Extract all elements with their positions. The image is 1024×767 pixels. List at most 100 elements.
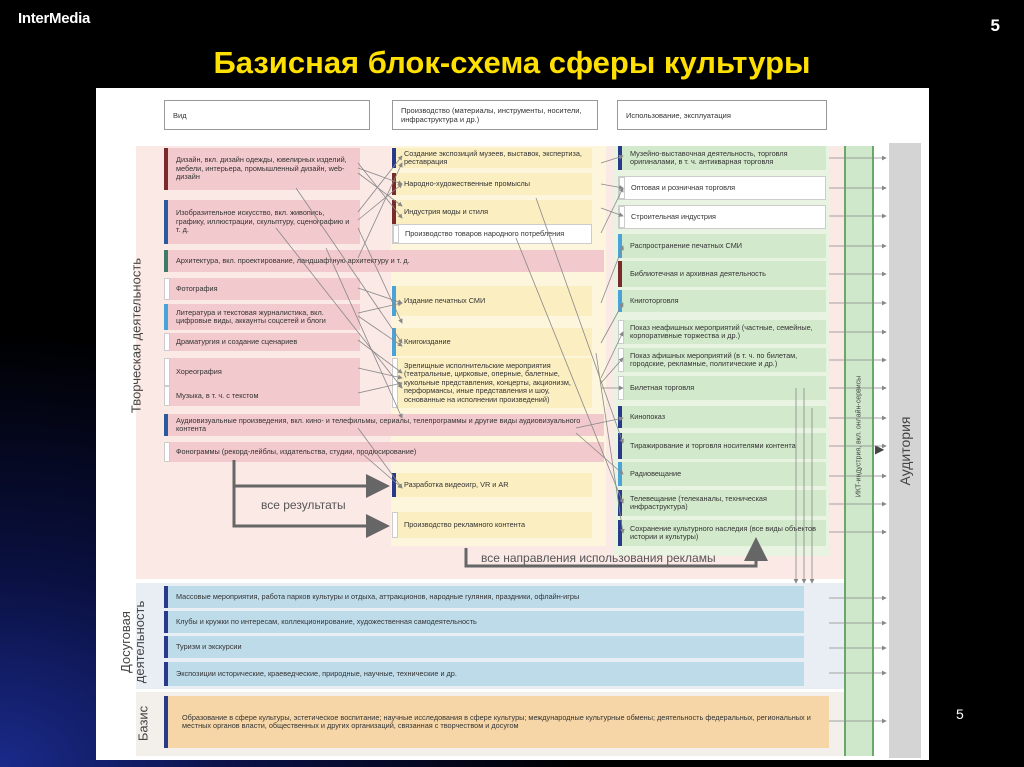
creative-type-text: Дизайн, вкл. дизайн одежды, ювелирных из… (176, 155, 347, 182)
audience-column (889, 143, 921, 758)
leisure-item-color-bar (164, 662, 168, 686)
production-item-text: Разработка видеоигр, VR и AR (404, 479, 509, 489)
leisure-item-color-bar (164, 636, 168, 658)
leisure-item-color-bar (164, 586, 168, 608)
usage-item-box: Показ неафишных мероприятий (частные, се… (618, 320, 826, 344)
leisure-item-text: Экспозиции исторические, краеведческие, … (176, 668, 457, 678)
creative-type-box: Фонограммы (рекорд-лейблы, издательства,… (164, 442, 604, 462)
usage-item-text: Телевещание (телеканалы, техническая инф… (630, 493, 767, 511)
leisure-item-color-bar (164, 611, 168, 633)
creative-type-box: Литература и текстовая журналистика, вкл… (164, 304, 360, 330)
usage-item-box: Книготорговля (618, 290, 826, 312)
creative-type-color-bar (164, 358, 170, 386)
creative-type-color-bar (164, 278, 170, 300)
production-item-box: Производство товаров народного потреблен… (392, 224, 592, 244)
slide-title: Базисная блок-схема сферы культуры (213, 45, 811, 80)
header-production: Производство (материалы, инструменты, но… (392, 100, 598, 130)
creative-type-color-bar (164, 250, 168, 272)
leisure-item-text: Клубы и кружки по интересам, коллекциони… (176, 616, 477, 626)
creative-type-color-bar (164, 148, 168, 190)
usage-item-box: Библиотечная и архивная деятельность (618, 261, 826, 287)
usage-item-box: Телевещание (телеканалы, техническая инф… (618, 490, 826, 516)
usage-item-box: Музейно-выставочная деятельность, торгов… (618, 146, 826, 170)
usage-item-text: Сохранение культурного наследия (все вид… (630, 523, 816, 541)
creative-type-color-bar (164, 414, 168, 436)
culture-flowchart: Вид Производство (материалы, инструменты… (96, 88, 929, 760)
production-item-color-bar (392, 512, 398, 538)
leisure-item-box: Массовые мероприятия, работа парков куль… (164, 586, 804, 608)
creative-type-text: Архитектура, вкл. проектирование, ландша… (176, 255, 410, 265)
audience-arrow-icon: ▶ (875, 442, 885, 456)
creative-type-color-bar (164, 442, 170, 462)
usage-item-text: Строительная индустрия (631, 211, 717, 221)
production-item-box: Народно-художественные промыслы (392, 173, 592, 195)
production-item-color-bar (392, 200, 396, 224)
usage-item-text: Оптовая и розничная торговля (631, 182, 736, 192)
creative-type-color-bar (164, 304, 168, 330)
usage-item-text: Тиражирование и торговля носителями конт… (630, 440, 796, 450)
production-item-box: Зрелищные исполнительские мероприятия (т… (392, 358, 592, 408)
header-vid-text: Вид (173, 110, 187, 120)
usage-item-text: Библиотечная и архивная деятельность (630, 268, 766, 278)
header-usage: Использование, эксплуатация (617, 100, 827, 130)
production-item-color-bar (392, 148, 396, 168)
leisure-item-text: Массовые мероприятия, работа парков куль… (176, 591, 580, 601)
production-item-box: Индустрия моды и стиля (392, 200, 592, 224)
production-item-color-bar (392, 358, 398, 408)
usage-item-text: Книготорговля (630, 295, 679, 305)
all-results-label: все результаты (261, 498, 346, 512)
all-ad-directions-label: все направления использования рекламы (481, 551, 716, 565)
basis-box: Образование в сфере культуры, эстетическ… (164, 696, 829, 748)
usage-item-color-bar (618, 433, 622, 459)
usage-item-text: Распространение печатных СМИ (630, 240, 743, 250)
production-item-box: Производство рекламного контента (392, 512, 592, 538)
production-item-text: Книгоиздание (404, 336, 451, 346)
intermedia-logo: InterMedia (18, 10, 91, 27)
usage-item-color-bar (618, 261, 622, 287)
creative-type-text: Изобразительное искусство, вкл. живопись… (176, 208, 350, 235)
usage-item-text: Музейно-выставочная деятельность, торгов… (630, 148, 788, 166)
creative-type-box: Дизайн, вкл. дизайн одежды, ювелирных из… (164, 148, 360, 190)
production-item-color-bar (393, 225, 399, 243)
creative-type-text: Драматургия и создание сценариев (176, 336, 298, 346)
leisure-item-box: Экспозиции исторические, краеведческие, … (164, 662, 804, 686)
production-item-text: Производство товаров народного потреблен… (405, 228, 565, 238)
usage-item-text: Радиовещание (630, 468, 682, 478)
production-item-text: Индустрия моды и стиля (404, 206, 489, 216)
usage-item-text: Кинопоказ (630, 411, 666, 421)
usage-item-color-bar (618, 520, 622, 546)
production-item-box: Книгоиздание (392, 328, 592, 356)
leisure-item-text: Туризм и экскурсии (176, 641, 242, 651)
creative-type-box: Фотография (164, 278, 360, 300)
production-item-box: Издание печатных СМИ (392, 286, 592, 316)
production-item-text: Народно-художественные промыслы (404, 178, 530, 188)
creative-type-color-bar (164, 386, 170, 406)
usage-item-text: Показ афишных мероприятий (в т. ч. по би… (630, 350, 798, 368)
usage-item-color-bar (619, 206, 625, 228)
production-item-text: Зрелищные исполнительские мероприятия (т… (404, 360, 571, 404)
production-item-color-bar (392, 286, 396, 316)
basis-color-bar (164, 696, 168, 748)
usage-item-box: Сохранение культурного наследия (все вид… (618, 520, 826, 546)
production-item-color-bar (392, 473, 396, 497)
header-vid: Вид (164, 100, 370, 130)
page-number: 5 (990, 16, 1000, 35)
creative-type-text: Литература и текстовая журналистика, вкл… (176, 307, 326, 325)
production-item-text: Издание печатных СМИ (404, 295, 486, 305)
usage-item-box: Распространение печатных СМИ (618, 234, 826, 258)
production-item-text: Создание экспозиций музеев, выставок, эк… (404, 148, 582, 166)
creative-type-text: Фотография (176, 283, 218, 293)
usage-item-color-bar (618, 290, 622, 312)
production-item-box: Разработка видеоигр, VR и AR (392, 473, 592, 497)
page-number-bottom: 5 (956, 706, 964, 722)
header-usage-text: Использование, эксплуатация (626, 110, 731, 120)
leisure-item-box: Клубы и кружки по интересам, коллекциони… (164, 611, 804, 633)
creative-type-box: Аудиовизуальные произведения, вкл. кино-… (164, 414, 604, 436)
usage-item-box: Показ афишных мероприятий (в т. ч. по би… (618, 348, 826, 372)
usage-item-box: Строительная индустрия (618, 205, 826, 229)
creative-type-color-bar (164, 200, 168, 244)
creative-type-text: Аудиовизуальные произведения, вкл. кино-… (176, 415, 581, 433)
production-item-text: Производство рекламного контента (404, 519, 526, 529)
creative-type-color-bar (164, 333, 170, 351)
ict-column (844, 146, 874, 756)
